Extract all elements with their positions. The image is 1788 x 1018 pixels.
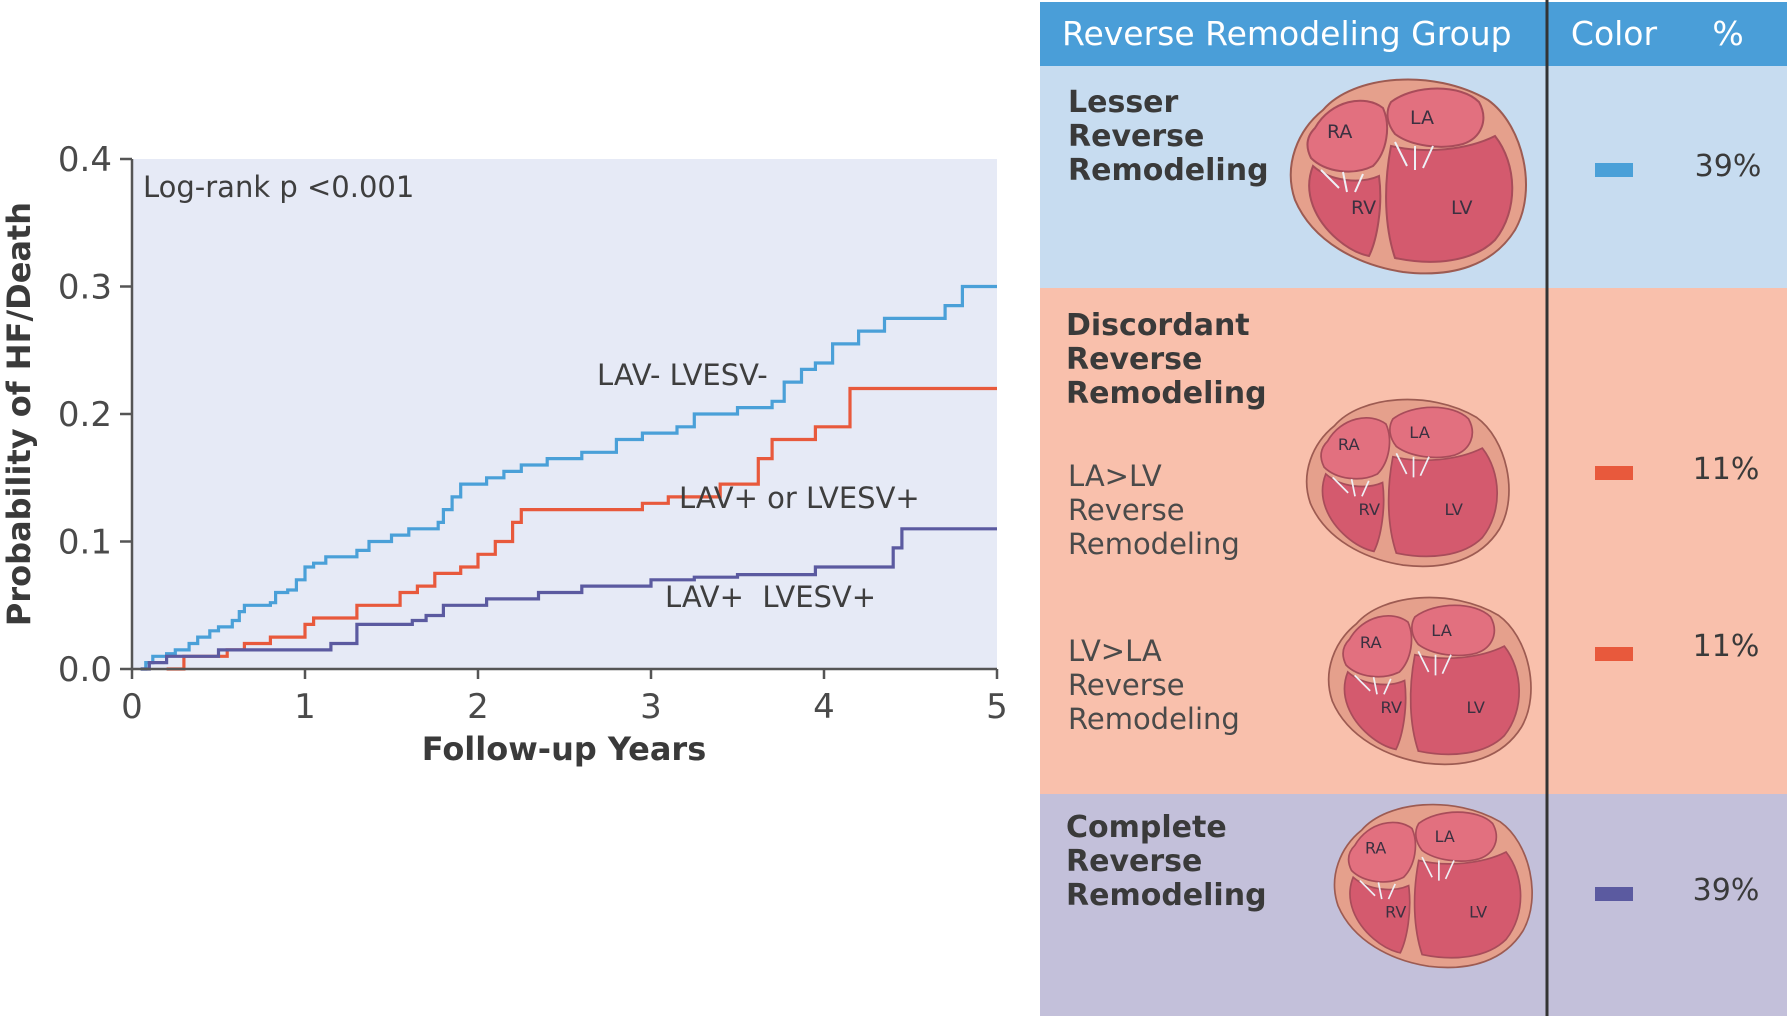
chamber-label: LV xyxy=(1451,197,1473,219)
heart-right-atrium xyxy=(1320,416,1391,480)
chamber-label: RV xyxy=(1358,500,1380,519)
heart-valve-leaflets xyxy=(1359,856,1455,900)
chamber-label: RA xyxy=(1365,839,1386,858)
series-line-1 xyxy=(166,386,997,671)
chamber-label: LV xyxy=(1469,903,1487,922)
header-group: Reverse Remodeling Group xyxy=(1062,14,1512,53)
sub-label-line: LA>LV xyxy=(1068,459,1162,493)
y-tick-label: 0.2 xyxy=(58,395,112,435)
chamber-label: LA xyxy=(1409,423,1430,442)
heart-left-ventricle xyxy=(1409,645,1520,756)
group-label-line: Reverse xyxy=(1066,844,1202,879)
remodeling-group-table: Reverse Remodeling Group Color % Lesser … xyxy=(1040,0,1787,1016)
percent-lesser: 39% xyxy=(1695,149,1762,184)
heart-valve-leaflets xyxy=(1354,650,1452,695)
group-label-line: Discordant xyxy=(1066,308,1250,343)
group-label-complete: Complete Reverse Remodeling xyxy=(1066,810,1267,913)
group-label-line: Remodeling xyxy=(1066,376,1267,411)
group-label-line: Remodeling xyxy=(1066,878,1267,913)
y-tick-label: 0.0 xyxy=(58,650,112,690)
x-tick-label: 0 xyxy=(121,687,143,727)
heart-left-ventricle xyxy=(1413,850,1522,959)
header-percent: % xyxy=(1712,14,1743,53)
percent-la-gt-lv: 11% xyxy=(1693,452,1760,487)
heart-left-atrium xyxy=(1386,87,1485,148)
group-label-lesser: Lesser Reverse Remodeling xyxy=(1068,85,1269,188)
chamber-label: RA xyxy=(1338,435,1361,454)
table-header xyxy=(1040,2,1787,66)
logrank-annotation: Log-rank p <0.001 xyxy=(143,170,414,204)
chamber-label: LA xyxy=(1431,621,1452,640)
heart-illustration: RA LA RV LV xyxy=(1333,803,1533,969)
y-tick-label: 0.4 xyxy=(58,140,112,180)
x-tick-label: 5 xyxy=(986,687,1008,727)
sub-label-line: Reverse xyxy=(1068,493,1185,527)
percent-complete: 39% xyxy=(1693,873,1760,908)
chamber-label: RA xyxy=(1360,633,1383,652)
group-label-line: Reverse xyxy=(1066,342,1202,377)
y-axis-label: Probability of HF/Death xyxy=(0,202,38,626)
chamber-label: LA xyxy=(1410,107,1434,129)
sub-label-lv-gt-la: LV>LA Reverse Remodeling xyxy=(1068,634,1240,736)
series-label-complete: LAV+ LVESV+ xyxy=(665,580,876,614)
group-label-line: Reverse xyxy=(1068,119,1204,154)
heart-right-ventricle xyxy=(1308,164,1382,258)
x-ticks: 0 1 2 3 4 5 xyxy=(121,669,1008,727)
group-label-line: Remodeling xyxy=(1068,153,1269,188)
chamber-label: LV xyxy=(1466,698,1485,717)
km-chart: 0 1 2 3 4 5 0.0 0.1 0.2 0.3 0.4 Follow-up Years P… xyxy=(0,140,1008,768)
series-layer xyxy=(140,284,997,671)
plot-area xyxy=(132,159,997,669)
series-label-lesser: LAV- LVESV- xyxy=(597,358,768,392)
swatch-lv-gt-la xyxy=(1595,647,1633,661)
series-label-discordant: LAV+ or LVESV+ xyxy=(679,481,920,515)
chamber-label: RA xyxy=(1327,121,1352,143)
series-line-2 xyxy=(140,527,997,671)
heart-left-atrium xyxy=(1389,406,1474,459)
heart-right-ventricle xyxy=(1343,670,1407,751)
group-label-discordant: Discordant Reverse Remodeling xyxy=(1066,308,1267,411)
x-axis-label: Follow-up Years xyxy=(422,730,707,768)
chamber-label: RV xyxy=(1351,197,1376,219)
y-tick-label: 0.3 xyxy=(58,268,112,308)
sub-label-line: Reverse xyxy=(1068,668,1185,702)
heart-illustration: RA LA RV LV xyxy=(1327,596,1532,766)
group-label-line: Lesser xyxy=(1068,85,1179,120)
y-tick-label: 0.1 xyxy=(58,523,112,563)
series-line-0 xyxy=(140,284,997,671)
heart-right-atrium xyxy=(1347,821,1417,883)
heart-illustration: RA LA RV LV xyxy=(1289,78,1527,275)
heart-right-ventricle xyxy=(1321,472,1385,553)
sub-label-line: LV>LA xyxy=(1068,634,1162,668)
heart-right-atrium xyxy=(1342,614,1413,678)
heart-right-ventricle xyxy=(1349,875,1411,954)
heart-right-atrium xyxy=(1306,99,1389,173)
y-ticks: 0.0 0.1 0.2 0.3 0.4 xyxy=(58,140,132,690)
heart-left-ventricle xyxy=(1385,134,1514,263)
chamber-label: RV xyxy=(1380,698,1402,717)
sub-label-line: Remodeling xyxy=(1068,702,1240,736)
chamber-label: RV xyxy=(1385,903,1406,922)
x-tick-label: 1 xyxy=(294,687,316,727)
heart-left-atrium xyxy=(1414,811,1498,862)
heart-left-ventricle xyxy=(1387,447,1498,558)
swatch-complete xyxy=(1595,887,1633,901)
heart-illustration: RA LA RV LV xyxy=(1305,398,1510,568)
swatch-la-gt-lv xyxy=(1595,466,1633,480)
chamber-label: LV xyxy=(1444,500,1463,519)
heart-valve-leaflets xyxy=(1320,141,1434,193)
header-color: Color xyxy=(1571,14,1658,53)
sub-label-la-gt-lv: LA>LV Reverse Remodeling xyxy=(1068,459,1240,561)
sub-label-line: Remodeling xyxy=(1068,527,1240,561)
heart-left-atrium xyxy=(1411,604,1496,657)
heart-valve-leaflets xyxy=(1332,452,1430,497)
group-label-line: Complete xyxy=(1066,810,1227,845)
percent-lv-gt-la: 11% xyxy=(1693,629,1760,664)
chamber-label: LA xyxy=(1435,827,1455,846)
swatch-lesser xyxy=(1595,163,1633,177)
x-tick-label: 4 xyxy=(813,687,835,727)
x-tick-label: 2 xyxy=(467,687,489,727)
x-tick-label: 3 xyxy=(640,687,662,727)
